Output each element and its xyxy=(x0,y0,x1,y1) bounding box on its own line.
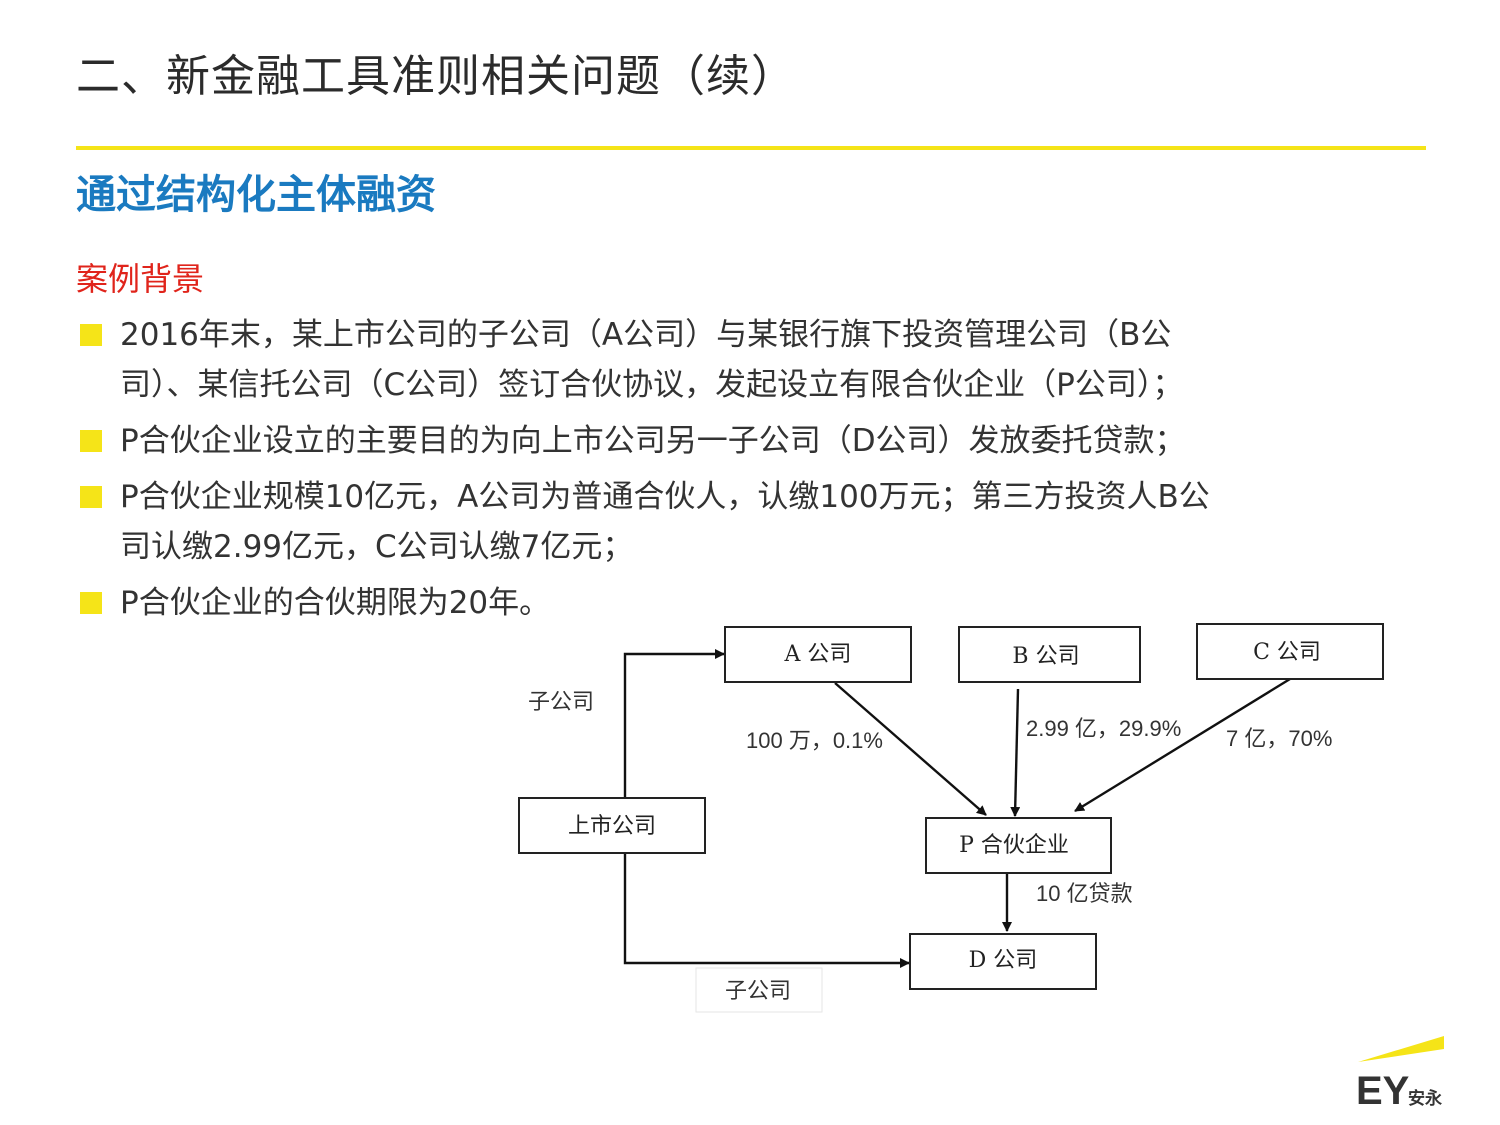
node-a-label: A 公司 xyxy=(784,642,852,667)
logo-sub-wordmark: 安永 xyxy=(1408,1088,1442,1108)
bullet-text-line: P合伙企业规模10亿元，A公司为普通合伙人，认缴100万元；第三方投资人B公 xyxy=(120,479,1210,515)
c-to-p-arrow xyxy=(1074,677,1291,813)
case-background-label: 案例背景 xyxy=(76,260,205,298)
edge-label-p-to-d: 10 亿贷款 xyxy=(1036,881,1133,906)
edge-label-b-to-p: 2.99 亿，29.9% xyxy=(1026,716,1181,741)
listed-to-d-connector xyxy=(623,853,910,968)
edge-label-a-to-p: 100 万，0.1% xyxy=(746,728,883,753)
node-b-label: B 公司 xyxy=(1012,644,1079,669)
ey-logo: EY 安永 xyxy=(1356,1036,1444,1112)
bullet-item: P合伙企业的合伙期限为20年。 xyxy=(76,578,1446,628)
a-to-p-arrow xyxy=(834,682,987,816)
node-a-company xyxy=(724,626,912,683)
logo-wordmark: EY xyxy=(1356,1069,1410,1112)
bullet-item: 2016年末，某上市公司的子公司（A公司）与某银行旗下投资管理公司（B公 司）、… xyxy=(76,310,1446,410)
bullet-text-line: 司）、某信托公司（C公司）签订合伙协议，发起设立有限合伙企业（P公司）； xyxy=(120,367,1184,403)
case-bullet-list: 2016年末，某上市公司的子公司（A公司）与某银行旗下投资管理公司（B公 司）、… xyxy=(76,310,1446,634)
node-listed-company xyxy=(518,797,706,854)
title-divider xyxy=(76,146,1426,150)
edge-label-listed-to-d-backdrop xyxy=(695,967,823,1013)
logo-accent-beam xyxy=(1358,1036,1444,1062)
listed-to-a-connector xyxy=(623,649,725,798)
edge-label-c-to-p: 7 亿，70% xyxy=(1226,726,1332,751)
section-subtitle: 通过结构化主体融资 xyxy=(76,172,436,218)
bullet-item: P合伙企业设立的主要目的为向上市公司另一子公司（D公司）发放委托贷款； xyxy=(76,416,1446,466)
edge-label-listed-to-a: 子公司 xyxy=(528,689,594,714)
bullet-text-line: 2016年末，某上市公司的子公司（A公司）与某银行旗下投资管理公司（B公 xyxy=(120,317,1172,353)
page-title: 二、新金融工具准则相关问题（续） xyxy=(76,51,796,102)
node-listed-label: 上市公司 xyxy=(568,814,656,839)
node-d-label: D 公司 xyxy=(969,948,1038,973)
edge-label-listed-to-d: 子公司 xyxy=(725,978,791,1003)
node-p-label: P 合伙企业 xyxy=(959,833,1069,858)
bullet-square-icon xyxy=(80,324,102,346)
node-c-label: C 公司 xyxy=(1253,640,1321,665)
bullet-text-line: P合伙企业设立的主要目的为向上市公司另一子公司（D公司）发放委托贷款； xyxy=(120,423,1186,459)
node-b-company xyxy=(958,626,1141,683)
bullet-text-line: P合伙企业的合伙期限为20年。 xyxy=(120,585,551,621)
bullet-square-icon xyxy=(80,486,102,508)
node-p-partnership xyxy=(925,817,1112,874)
bullet-text-line: 司认缴2.99亿元，C公司认缴7亿元； xyxy=(120,529,634,565)
bullet-square-icon xyxy=(80,430,102,452)
bullet-square-icon xyxy=(80,592,102,614)
node-d-company xyxy=(909,933,1097,990)
bullet-item: P合伙企业规模10亿元，A公司为普通合伙人，认缴100万元；第三方投资人B公 司… xyxy=(76,472,1446,572)
b-to-p-arrow xyxy=(1010,688,1021,817)
